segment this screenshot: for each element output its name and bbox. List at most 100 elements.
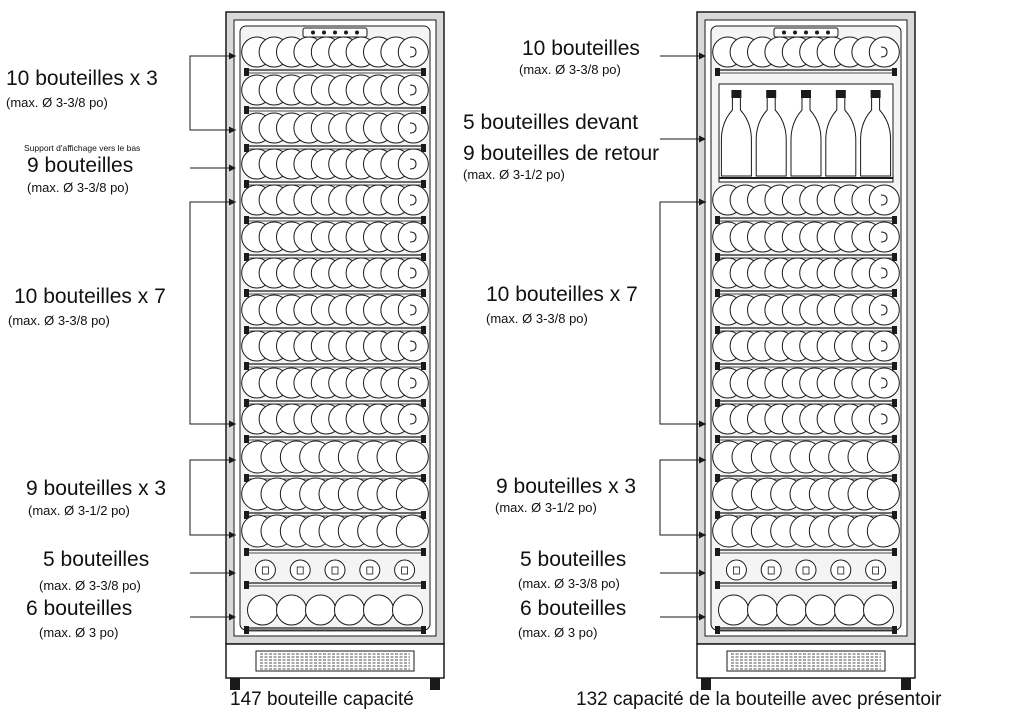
foot xyxy=(230,678,240,690)
bottle-end xyxy=(397,148,429,180)
shelf-clip xyxy=(244,216,249,224)
bottle-end xyxy=(868,294,900,326)
shelf-clip xyxy=(421,106,426,114)
right-group2-note: (max. Ø 3-1/2 po) xyxy=(463,167,565,182)
left-group4-note: (max. Ø 3-1/2 po) xyxy=(28,503,130,518)
bottle-end xyxy=(718,594,749,626)
shelf-clip xyxy=(421,399,426,407)
left-group3-title: 10 bouteilles x 7 xyxy=(14,285,166,308)
right-group6-title: 6 bouteilles xyxy=(520,597,627,620)
shelf-clip xyxy=(244,511,249,519)
bottle-end xyxy=(397,112,429,144)
right-group3-note: (max. Ø 3-3/8 po) xyxy=(486,311,588,326)
right-bracket-3 xyxy=(659,201,706,425)
shelf-handle xyxy=(880,267,888,279)
shelf-handle xyxy=(880,46,888,58)
shelf-handle xyxy=(880,194,888,206)
shelf-clip xyxy=(244,68,249,76)
right-group1-note: (max. Ø 3-3/8 po) xyxy=(519,62,621,77)
bottle-cap xyxy=(766,90,777,98)
right-fridge xyxy=(696,11,916,690)
shelf-clip xyxy=(244,253,249,261)
shelf-handle xyxy=(409,84,417,96)
shelf-handle xyxy=(880,377,888,389)
bottle-end xyxy=(830,559,852,581)
bottle-end xyxy=(865,559,887,581)
control-button xyxy=(826,30,830,35)
right-group2-title: 5 bouteilles devant xyxy=(463,111,639,134)
shelf-handle xyxy=(409,46,417,58)
bottle-end xyxy=(868,330,900,362)
foot xyxy=(430,678,440,690)
bottle-cap xyxy=(835,90,846,98)
bottle-neck xyxy=(802,566,810,575)
shelf-clip xyxy=(421,253,426,261)
bottle-end xyxy=(866,514,900,548)
shelf-handle xyxy=(409,340,417,352)
shelf-clip xyxy=(421,216,426,224)
foot xyxy=(901,678,911,690)
shelf-clip xyxy=(715,581,720,589)
shelf-clip xyxy=(244,326,249,334)
bottle-end xyxy=(868,367,900,399)
bottle-end xyxy=(394,559,416,581)
right-arrow-5-head xyxy=(699,569,706,577)
bottle-end xyxy=(863,594,894,626)
shelf-clip xyxy=(715,626,720,634)
bottle-end xyxy=(397,403,429,435)
bottle-end xyxy=(868,221,900,253)
shelf-handle xyxy=(409,413,417,425)
bottle-end xyxy=(395,440,429,474)
bottle-end xyxy=(397,221,429,253)
shelf-handle xyxy=(409,122,417,134)
right-arrow-2-head xyxy=(699,135,706,143)
shelf-clip xyxy=(892,68,897,76)
bottle-end xyxy=(725,559,747,581)
shelf-clip xyxy=(892,511,897,519)
shelf-handle xyxy=(409,158,417,170)
left-bracket-3 xyxy=(189,201,236,425)
left-bracket-3-head xyxy=(229,198,236,206)
bottle-end xyxy=(834,594,865,626)
left-group5-note: (max. Ø 3-3/8 po) xyxy=(39,578,141,593)
shelf-clip xyxy=(892,435,897,443)
display-bottle xyxy=(720,91,752,177)
left-bracket-1-head xyxy=(229,126,236,134)
control-button xyxy=(815,30,819,35)
bottle-end xyxy=(760,559,782,581)
shelf-clip xyxy=(715,474,720,482)
shelf-clip xyxy=(421,68,426,76)
shelf-handle xyxy=(409,231,417,243)
control-button xyxy=(344,30,348,35)
bottle-neck xyxy=(366,566,374,575)
shelf-clip xyxy=(244,626,249,634)
bottle-end xyxy=(397,367,429,399)
shelf-clip xyxy=(892,581,897,589)
left-arrow-6-head xyxy=(229,613,236,621)
bottle-end xyxy=(868,184,900,216)
shelf-clip xyxy=(892,326,897,334)
bottle-end xyxy=(397,184,429,216)
right-group3-title: 10 bouteilles x 7 xyxy=(486,283,638,306)
shelf-clip xyxy=(244,474,249,482)
control-button xyxy=(333,30,337,35)
left-bracket-4-head xyxy=(229,531,236,539)
left-arrow-2-head xyxy=(229,164,236,172)
shelf-handle xyxy=(880,304,888,316)
bottle-end xyxy=(868,36,900,68)
shelf-handle xyxy=(409,267,417,279)
right-arrow-6-head xyxy=(699,613,706,621)
shelf-clip xyxy=(715,435,720,443)
control-button xyxy=(793,30,797,35)
bottle-end xyxy=(334,594,365,626)
bottle-end xyxy=(247,594,278,626)
left-group5-title: 5 bouteilles xyxy=(43,548,150,571)
right-bracket-3-head xyxy=(699,198,706,206)
left-arrow-5-head xyxy=(229,569,236,577)
right-bracket-4-head xyxy=(699,531,706,539)
right-bracket-3-head xyxy=(699,420,706,428)
shelf-clip xyxy=(715,511,720,519)
bottle-end xyxy=(395,477,429,511)
